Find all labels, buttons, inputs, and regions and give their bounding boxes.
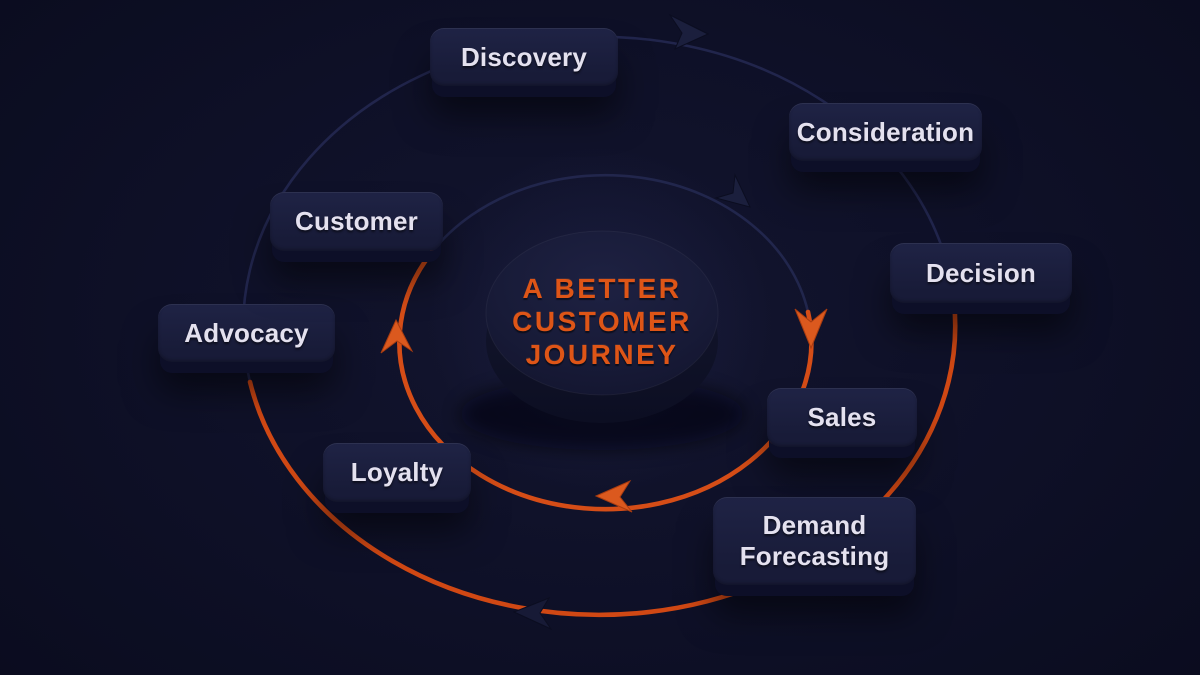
inner-ring-dark-arc (430, 173, 810, 313)
node-sales-label: Sales (807, 402, 877, 433)
inner-ring-left-arrow-icon (380, 318, 414, 354)
outer-ring-orange-arc (247, 299, 958, 618)
outer-ring-top-arrow-icon (668, 13, 710, 50)
center-title-line2: CUSTOMER (512, 306, 692, 337)
center-title-line1: A BETTER (522, 273, 682, 304)
inner-ring-bottom-arrow-icon (594, 479, 633, 513)
node-advocacy: Advocacy (158, 304, 335, 362)
node-consideration-label: Consideration (796, 116, 975, 147)
node-customer-label: Customer (295, 206, 418, 237)
inner-ring-topright-arrow-icon (714, 173, 751, 208)
node-demand-forecasting: Demand Forecasting (713, 497, 916, 585)
node-decision: Decision (890, 243, 1072, 303)
node-customer: Customer (270, 192, 443, 251)
node-consideration: Consideration (789, 103, 982, 161)
node-discovery-label: Discovery (460, 41, 588, 72)
node-discovery: Discovery (430, 28, 618, 86)
inner-ring-right-arrow-icon (794, 308, 828, 350)
outer-ring-bottom-arrow-icon (512, 596, 553, 631)
center-title-line3: JOURNEY (525, 339, 679, 370)
node-advocacy-label: Advocacy (184, 317, 309, 348)
node-decision-label: Decision (926, 257, 1036, 288)
center-title: A BETTER CUSTOMER JOURNEY (452, 272, 752, 371)
node-loyalty: Loyalty (323, 443, 471, 502)
node-loyalty-label: Loyalty (350, 457, 444, 488)
center-puck (485, 230, 719, 396)
node-sales: Sales (767, 388, 917, 447)
node-demand-forecasting-label: Demand Forecasting (739, 510, 890, 571)
